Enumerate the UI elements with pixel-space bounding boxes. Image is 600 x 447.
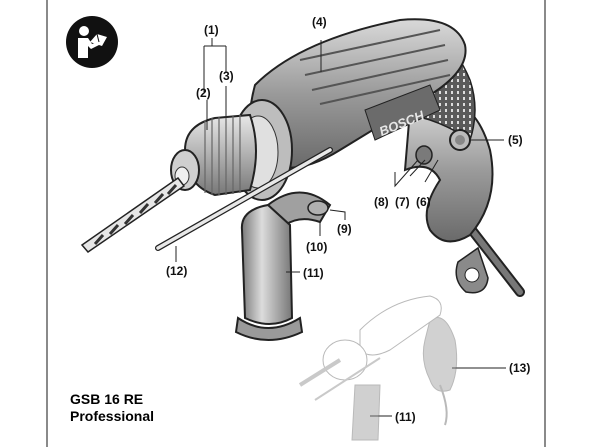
- page-border-right: [544, 0, 546, 447]
- callout-12: (12): [166, 264, 188, 278]
- read-instructions-icon: [66, 16, 118, 68]
- callout-10: (10): [306, 240, 328, 254]
- keyless-chuck: [170, 113, 257, 197]
- model-number: GSB 16 RE: [70, 391, 144, 407]
- drill-bit: [80, 176, 186, 253]
- callout-1: (1): [204, 23, 219, 37]
- callout-13: (13): [509, 361, 531, 375]
- callout-7: (7): [395, 195, 410, 209]
- callout-11: (11): [303, 266, 324, 280]
- speed-wheel: [415, 145, 433, 165]
- auxiliary-handle: [234, 191, 332, 341]
- callout-5: (5): [508, 133, 523, 147]
- callout-11-secondary: (11): [395, 410, 416, 424]
- secondary-drill-illustration: [298, 295, 458, 441]
- power-cord: [455, 220, 525, 297]
- product-line: Professional: [70, 408, 155, 424]
- callout-6: (6): [416, 195, 431, 209]
- callout-2: (2): [196, 86, 211, 100]
- callout-9: (9): [337, 222, 352, 236]
- callout-leaders: [175, 38, 506, 417]
- callout-3: (3): [219, 69, 234, 83]
- callout-8: (8): [374, 195, 389, 209]
- product-title: GSB 16 RE Professional: [70, 391, 154, 425]
- page-border-left: [46, 0, 48, 447]
- callout-4: (4): [312, 15, 327, 29]
